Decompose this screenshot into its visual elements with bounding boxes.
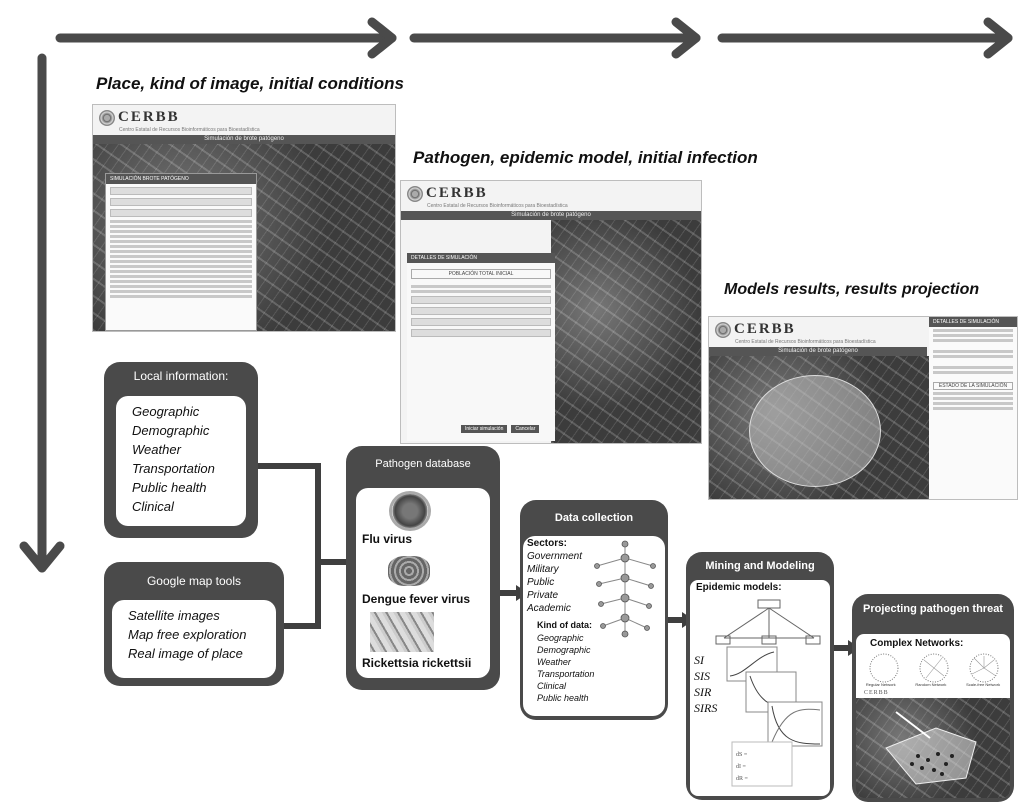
state-select[interactable] <box>110 187 252 195</box>
connector-local-to-db <box>256 463 350 565</box>
data-collection-content: Sectors: Government Military Public Priv… <box>523 536 665 716</box>
list-item: Clinical <box>132 499 174 514</box>
list-item: Public health <box>132 480 207 495</box>
screenshot-place: CERBB Centro Estatal de Recursos Bioinfo… <box>92 104 396 332</box>
population-label: POBLACIÓN TOTAL INICIAL <box>411 269 551 279</box>
infection-zone <box>749 375 881 487</box>
simulation-form: SIMULACIÓN BROTE PATÓGENO <box>105 173 257 331</box>
details-header: DETALLES DE SIMULACIÓN <box>407 253 555 263</box>
pathogen-flu: Flu virus <box>362 532 413 546</box>
pathogen-list: Flu virus Dengue fever virus Rickettsia … <box>356 488 490 678</box>
mining-modeling-box: Mining and Modeling Epidemic models: SI … <box>686 552 834 800</box>
svg-text:dR =: dR = <box>736 776 749 782</box>
pathogen-database-box: Pathogen database Flu virus Dengue fever… <box>346 446 500 690</box>
pathogen-rickettsia: Rickettsia rickettsii <box>362 656 472 670</box>
cerbb-small-logo: CERBB <box>864 690 889 696</box>
top-arrow-1-head <box>367 17 397 59</box>
results-header: DETALLES DE SIMULACIÓN <box>929 317 1017 327</box>
logo-subtitle: Centro Estatal de Recursos Bioinformátic… <box>427 203 568 209</box>
logo-subtitle: Centro Estatal de Recursos Bioinformátic… <box>735 339 876 345</box>
complex-networks-label: Complex Networks: <box>870 638 964 649</box>
list-item: Transportation <box>132 461 215 476</box>
epidemic-models-label: Epidemic models: <box>696 582 782 593</box>
flu-virus-icon <box>392 494 428 528</box>
simulation-state-label: ESTADO DE LA SIMULACIÓN <box>933 382 1013 390</box>
form-header: SIMULACIÓN BROTE PATÓGENO <box>106 174 256 184</box>
network-types <box>869 653 999 683</box>
projecting-threat-title: Projecting pathogen threat <box>863 603 1003 615</box>
model-select[interactable] <box>411 307 551 315</box>
list-item: Weather <box>132 442 181 457</box>
cerbb-logo: CERBB <box>407 185 488 202</box>
list-item: Map free exploration <box>128 627 247 642</box>
results-panel: DETALLES DE SIMULACIÓN ESTADO DE LA SIMU… <box>929 317 1017 499</box>
top-arrow-2-head <box>671 17 701 59</box>
local-information-box: Local information: Geographic Demographi… <box>104 362 258 538</box>
days-input[interactable] <box>411 318 551 326</box>
header-bar: Simulación de brote patógeno <box>93 135 395 144</box>
data-collection-title: Data collection <box>554 512 634 524</box>
svg-text:dI =: dI = <box>736 764 746 770</box>
cancel-button[interactable]: Cancelar <box>511 425 540 433</box>
projecting-threat-box: Projecting pathogen threat Complex Netwo… <box>852 594 1014 802</box>
model-compartment-diagram <box>715 599 821 645</box>
svg-text:dS =: dS = <box>736 752 748 758</box>
projection-overlay <box>885 711 977 785</box>
dengue-virus-icon <box>388 556 430 586</box>
left-arrow-head <box>19 541 65 573</box>
logo-icon <box>99 109 115 126</box>
pathogen-select[interactable] <box>411 296 551 304</box>
sectors-list: Government Military Public Private Acade… <box>527 551 583 614</box>
screenshot-results: CERBB Centro Estatal de Recursos Bioinfo… <box>708 316 1018 500</box>
model-curves: dS = dI = dR = <box>726 646 823 787</box>
google-map-tools-box: Google map tools Satellite images Map fr… <box>104 562 284 686</box>
mining-modeling-content: Epidemic models: SI SIS SIR SIRS <box>690 580 830 796</box>
cerbb-logo: CERBB <box>99 109 180 126</box>
list-item: Satellite images <box>128 608 220 623</box>
google-map-tools-list: Satellite images Map free exploration Re… <box>112 600 276 678</box>
screenshot-pathogen: CERBB Centro Estatal de Recursos Bioinfo… <box>400 180 702 444</box>
list-item: Demographic <box>132 423 210 438</box>
initial-value-input[interactable] <box>411 329 551 337</box>
caption-models: Models results, results projection <box>724 281 980 298</box>
logo-subtitle: Centro Estatal de Recursos Bioinformátic… <box>119 127 260 133</box>
model-list: SI SIS SIR SIRS <box>694 653 718 715</box>
local-information-title: Local information: <box>133 369 229 383</box>
start-simulation-button[interactable]: Iniciar simulación <box>461 425 508 433</box>
logo-icon <box>407 185 423 202</box>
data-collection-box: Data collection Sectors: Government Mili… <box>520 500 668 720</box>
municipality-select[interactable] <box>110 198 252 206</box>
local-information-list: Geographic Demographic Weather Transport… <box>116 396 246 526</box>
rickettsia-icon <box>370 612 434 652</box>
kind-of-data-list: Geographic Demographic Weather Transport… <box>537 633 595 703</box>
google-map-tools-title: Google map tools <box>146 574 242 588</box>
top-arrow-3-head <box>983 17 1013 59</box>
list-item: Real image of place <box>128 646 243 661</box>
sectors-label: Sectors: <box>527 538 568 549</box>
mining-modeling-title: Mining and Modeling <box>705 560 815 572</box>
projecting-threat-content: Complex Networks: Regular Network Random… <box>856 634 1010 798</box>
caption-pathogen: Pathogen, epidemic model, initial infect… <box>413 148 758 167</box>
caption-place: Place, kind of image, initial conditions <box>96 74 404 93</box>
header-bar: Simulación de brote patógeno <box>401 211 701 220</box>
header-bar: Simulación de brote patógeno <box>709 347 927 356</box>
network-diagram <box>594 540 656 638</box>
list-item: Geographic <box>132 404 200 419</box>
pathogen-database-title: Pathogen database <box>375 458 471 470</box>
kind-of-data-label: Kind of data: <box>537 620 592 630</box>
simulation-details: DETALLES DE SIMULACIÓN POBLACIÓN TOTAL I… <box>407 253 555 441</box>
network-labels: Regular Network Random Network Scale-fre… <box>865 682 1001 687</box>
locality-select[interactable] <box>110 209 252 217</box>
logo-icon <box>715 321 731 338</box>
pathogen-dengue: Dengue fever virus <box>362 592 471 606</box>
connector-google-to-db <box>282 562 321 629</box>
cerbb-logo: CERBB <box>715 321 796 338</box>
satellite-map[interactable] <box>551 220 701 443</box>
